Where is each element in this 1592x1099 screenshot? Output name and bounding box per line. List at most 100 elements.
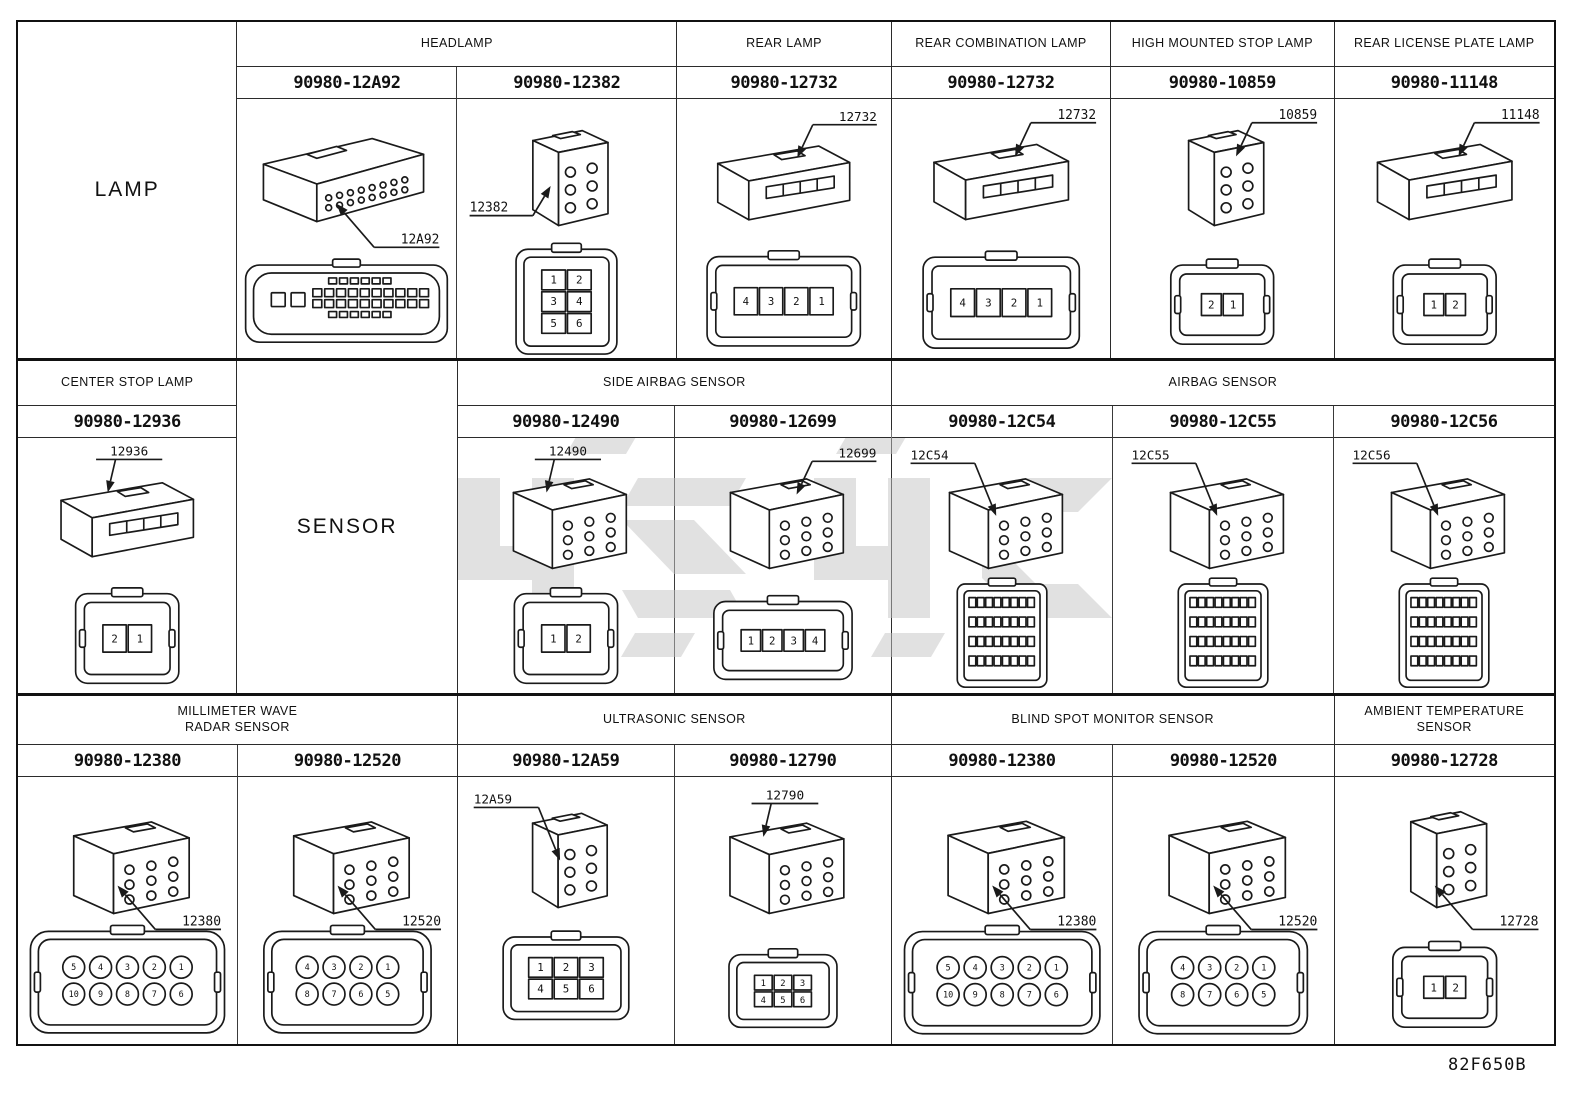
svg-text:7: 7	[152, 989, 157, 999]
part-number: 90980-10859	[1111, 67, 1334, 99]
group-title: REAR LICENSE PLATE LAMP	[1334, 22, 1554, 66]
svg-text:6: 6	[588, 982, 595, 995]
part-number: 90980-12490	[457, 406, 674, 438]
svg-text:2: 2	[576, 273, 583, 286]
svg-text:3: 3	[551, 295, 558, 308]
svg-text:2: 2	[1452, 299, 1459, 312]
svg-text:2: 2	[793, 295, 799, 308]
svg-text:1: 1	[819, 295, 825, 308]
svg-text:1: 1	[179, 962, 184, 972]
group-title: REAR LAMP	[677, 22, 891, 66]
svg-text:1: 1	[137, 632, 143, 645]
group-title: REAR COMBINATION LAMP	[891, 22, 1111, 66]
part-number: 90980-12790	[674, 745, 891, 777]
svg-text:10: 10	[943, 991, 953, 1001]
svg-text:5: 5	[385, 989, 390, 999]
svg-text:5: 5	[71, 962, 76, 972]
part-number: 90980-12C55	[1112, 406, 1333, 438]
part-number: 90980-12728	[1334, 745, 1554, 777]
part-number: 90980-12699	[674, 406, 891, 438]
svg-text:6: 6	[800, 996, 805, 1006]
svg-text:9: 9	[98, 989, 103, 999]
svg-text:6: 6	[358, 989, 363, 999]
part-number: 90980-12A59	[457, 745, 674, 777]
svg-text:3: 3	[768, 295, 774, 308]
connector-drawing: 12C55	[1113, 438, 1333, 693]
svg-text:4: 4	[98, 962, 103, 972]
svg-text:4: 4	[972, 964, 977, 974]
svg-text:3: 3	[331, 962, 336, 972]
svg-text:12520: 12520	[402, 914, 441, 929]
part-number: 90980-12520	[1113, 745, 1334, 777]
svg-text:12A92: 12A92	[401, 232, 440, 247]
connector-drawing: 12A92	[237, 99, 456, 358]
svg-text:7: 7	[1207, 991, 1212, 1001]
svg-text:5: 5	[945, 964, 950, 974]
svg-text:3: 3	[790, 634, 796, 647]
svg-text:4: 4	[743, 295, 749, 308]
svg-text:3: 3	[588, 961, 595, 974]
svg-text:12790: 12790	[766, 789, 804, 804]
svg-text:1: 1	[550, 632, 556, 645]
svg-text:2: 2	[1452, 981, 1459, 994]
group-title: BLIND SPOT MONITOR SENSOR	[891, 696, 1334, 744]
group-millimeter-wave-radar-sensor: MILLIMETER WAVE RADAR SENSOR 90980-12380…	[18, 696, 457, 1044]
svg-text:11148: 11148	[1501, 108, 1540, 123]
svg-text:1: 1	[747, 634, 753, 647]
group-rear-license-plate-lamp: REAR LICENSE PLATE LAMP 90980-11148 1114…	[1333, 22, 1554, 358]
svg-text:3: 3	[125, 962, 130, 972]
svg-text:12382: 12382	[470, 201, 509, 216]
svg-text:12936: 12936	[110, 444, 148, 459]
svg-text:1: 1	[1261, 964, 1266, 974]
svg-text:3: 3	[1207, 964, 1212, 974]
svg-text:2: 2	[1208, 299, 1215, 312]
svg-text:12728: 12728	[1499, 914, 1538, 929]
part-number: 90980-12936	[18, 406, 237, 438]
group-title: ULTRASONIC SENSOR	[457, 696, 891, 744]
table-row-lamp: LAMP HEADLAMP 90980-12A92 12A92 90980-12…	[18, 22, 1554, 358]
group-title: CENTER STOP LAMP	[18, 361, 237, 405]
svg-text:5: 5	[780, 996, 785, 1006]
table-row-sensors2: MILLIMETER WAVE RADAR SENSOR 90980-12380…	[18, 693, 1554, 1044]
svg-text:1: 1	[1230, 299, 1237, 312]
svg-text:10: 10	[69, 989, 79, 999]
part-number: 90980-12380	[891, 745, 1113, 777]
svg-text:6: 6	[1234, 991, 1239, 1001]
svg-text:12C55: 12C55	[1131, 447, 1169, 462]
svg-text:2: 2	[769, 634, 775, 647]
svg-text:4: 4	[959, 297, 966, 310]
svg-text:1: 1	[537, 961, 544, 974]
svg-text:3: 3	[985, 297, 992, 310]
svg-text:12C56: 12C56	[1352, 447, 1390, 462]
group-title: HEADLAMP	[237, 22, 677, 66]
svg-text:6: 6	[179, 989, 184, 999]
svg-text:2: 2	[358, 962, 363, 972]
part-number: 90980-11148	[1334, 67, 1554, 99]
svg-text:12C54: 12C54	[910, 447, 948, 462]
svg-text:5: 5	[563, 982, 570, 995]
row-label-sensor: SENSOR	[236, 361, 456, 693]
svg-text:12380: 12380	[1057, 915, 1096, 930]
svg-text:5: 5	[551, 317, 558, 330]
